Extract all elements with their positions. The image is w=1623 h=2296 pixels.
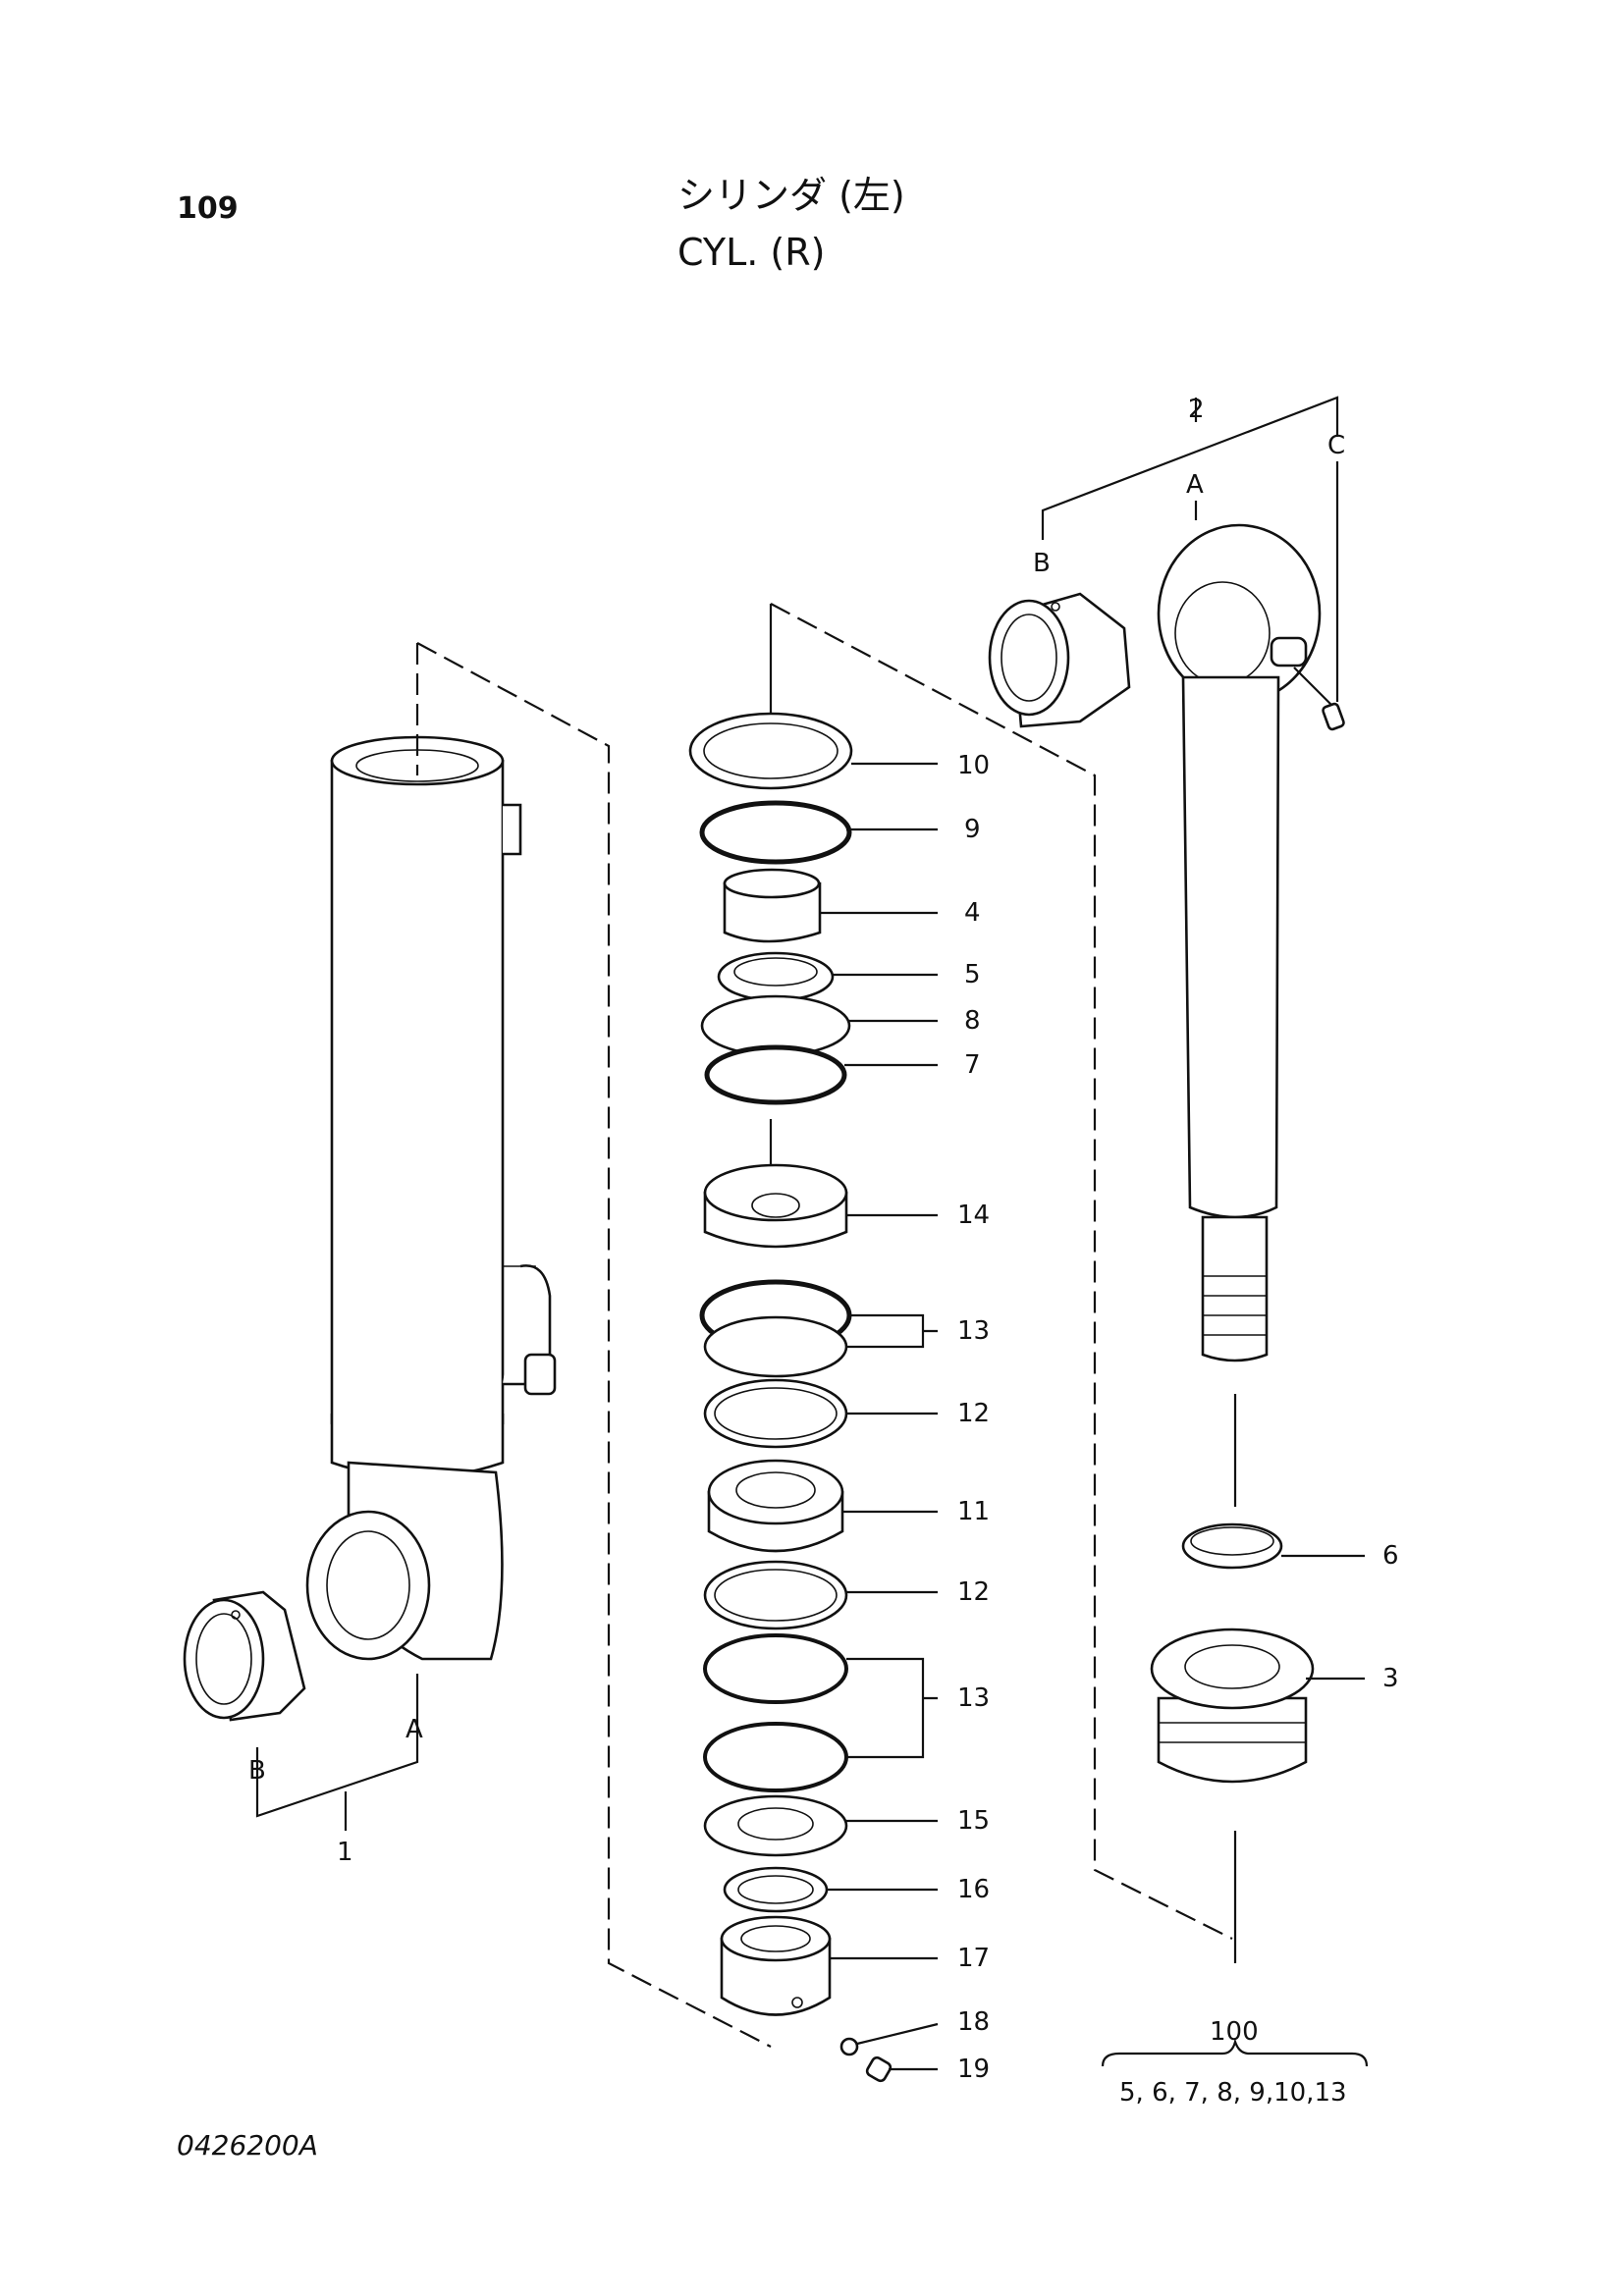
callout-10: 10 [957, 751, 990, 780]
connector-a-right: A [1186, 470, 1204, 500]
connector-c-right: C [1327, 431, 1345, 460]
callout-4: 4 [964, 898, 981, 928]
connector-labels: B A A B C [248, 431, 1345, 1786]
callout-16: 16 [957, 1875, 990, 1904]
title-japanese: シリンダ (左) [677, 174, 905, 217]
callout-7: 7 [964, 1050, 981, 1080]
callout-13-upper: 13 [957, 1316, 990, 1346]
kit-number: 100 [1210, 2017, 1259, 2047]
callout-14: 14 [957, 1201, 990, 1230]
callout-12-upper: 12 [957, 1399, 990, 1428]
callout-5: 5 [964, 960, 981, 989]
title-english: CYL. (R) [677, 231, 826, 274]
kit-contents: 5, 6, 7, 8, 9,10,13 [1119, 2078, 1347, 2108]
callout-15: 15 [957, 1806, 990, 1836]
callout-17: 17 [957, 1944, 990, 1973]
connector-b-left: B [248, 1756, 266, 1786]
callout-19: 19 [957, 2055, 990, 2084]
callout-13-lower: 13 [957, 1683, 990, 1713]
callout-18: 18 [957, 2007, 990, 2037]
callout-1: 1 [337, 1838, 353, 1867]
callout-3: 3 [1382, 1664, 1399, 1693]
leader-lines [820, 762, 1365, 2071]
piston-rod-drawing [988, 396, 1369, 2067]
connector-b-right: B [1033, 549, 1051, 578]
callout-12-lower: 12 [957, 1577, 990, 1607]
callout-8: 8 [964, 1006, 981, 1036]
kit-callout: 100 5, 6, 7, 8, 9,10,13 [1119, 2017, 1347, 2108]
callout-6: 6 [1382, 1541, 1399, 1571]
document-code: 0426200A [177, 2129, 318, 2162]
page-number: 109 [177, 191, 239, 226]
cylinder-tube-drawing [183, 642, 772, 2048]
connector-a-left: A [406, 1715, 423, 1744]
callout-labels: 10 9 4 5 8 7 14 13 12 11 12 13 15 16 17 … [337, 395, 1399, 2084]
seal-stack-drawing [688, 603, 1233, 2083]
callout-9: 9 [964, 815, 981, 844]
callout-11: 11 [957, 1497, 990, 1526]
callout-2: 2 [1188, 395, 1205, 424]
